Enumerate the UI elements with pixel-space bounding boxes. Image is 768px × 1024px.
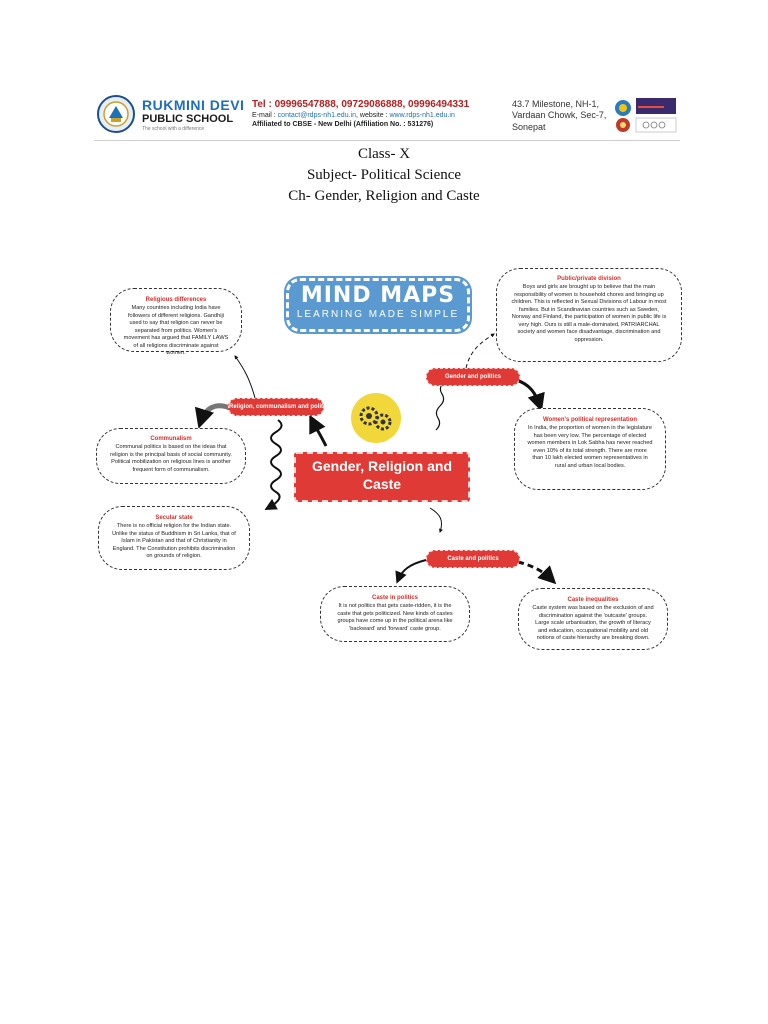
bubble-public-private-division: Public/private division Boys and girls a…: [496, 268, 682, 362]
arrow-to-religious-differences: [234, 355, 256, 399]
arrow-to-public-private: [465, 333, 495, 369]
arrow-center-to-religion: [309, 414, 328, 447]
branch-gender-politics: Gender and politics: [426, 368, 520, 386]
address-line: 43.7 Milestone, NH-1,: [512, 99, 600, 109]
email-prefix: E-mail :: [252, 112, 278, 119]
school-tagline: The school with a difference: [142, 126, 205, 132]
school-crest-logo: [97, 95, 135, 133]
bubble-title: Caste inequalities: [567, 597, 619, 603]
arrow-to-womens-representation: [515, 378, 545, 412]
email-link[interactable]: contact@rdps-nh1.edu.in: [277, 112, 356, 119]
branch-religion-communalism-politics: Religion, communalism and politics: [228, 398, 331, 416]
bubble-title: Caste in politics: [371, 595, 418, 601]
bubble-text: Many countries including India have foll…: [123, 305, 229, 357]
bubble-title: Secular state: [155, 515, 193, 521]
branch-caste-politics: Caste and politics: [426, 550, 520, 568]
mind-maps-logo: MIND MAPS LEARNING MADE SIMPLE: [286, 278, 470, 332]
bubble-womens-political-representation: Women's political representation In Indi…: [514, 408, 666, 490]
central-topic: Gender, Religion and Caste: [294, 452, 470, 502]
arrow-to-caste-in-politics: [395, 559, 427, 584]
arrow-to-communalism: [194, 403, 231, 429]
bubble-title: Public/private division: [557, 276, 621, 282]
mind-maps-logo-title: MIND MAPS: [300, 283, 456, 308]
bubble-caste-in-politics: Caste in politics It is not politics tha…: [320, 586, 470, 642]
affiliation-text: Affiliated to CBSE - New Delhi (Affiliat…: [252, 121, 434, 129]
bubble-title: Religious differences: [145, 297, 207, 303]
bubble-title: Communalism: [150, 436, 192, 442]
address-line: Sonepat: [512, 121, 546, 132]
telephone-numbers: Tel : 09996547888, 09729086888, 09996494…: [252, 99, 470, 110]
bubble-text: In India, the proportion of women in the…: [527, 425, 653, 469]
bubble-text: Boys and girls are brought up to believe…: [511, 284, 667, 343]
email-website-line: E-mail : contact@rdps-nh1.edu.in, websit…: [252, 111, 469, 120]
accreditation-badges: [615, 98, 677, 133]
arrow-center-to-caste: [429, 507, 443, 533]
address-line: Vardaan Chowk, Sec-7,: [512, 110, 607, 121]
letterhead: RUKMINI DEVI PUBLIC SCHOOL The school wi…: [94, 92, 680, 141]
bubble-text: Caste system was based on the exclusion …: [532, 605, 654, 642]
school-name: RUKMINI DEVI PUBLIC SCHOOL The school wi…: [142, 98, 244, 132]
bubble-caste-inequalities: Caste inequalities Caste system was base…: [518, 588, 668, 650]
website-prefix: , website :: [356, 112, 390, 119]
contact-block: Tel : 09996547888, 09729086888, 09996494…: [252, 98, 469, 129]
gears-icon: [351, 393, 401, 443]
subject-heading: Subject- Political Science: [306, 167, 462, 183]
bubble-secular-state: Secular state There is no official relig…: [98, 506, 250, 570]
bubble-text: There is no official religion for the In…: [112, 523, 236, 560]
school-address: 43.7 Milestone, NH-1, Vardaan Chowk, Sec…: [512, 99, 606, 133]
arrow-to-caste-inequalities: [517, 560, 557, 585]
bubble-communalism: Communalism Communal politics is based o…: [96, 428, 246, 484]
school-name-line1: RUKMINI DEVI: [142, 97, 245, 113]
class-heading: Class- X: [357, 146, 411, 162]
bubble-title: Women's political representation: [542, 417, 637, 423]
chapter-heading: Ch- Gender, Religion and Caste: [288, 188, 480, 204]
arrow-to-secular-state: [264, 419, 283, 510]
bubble-religious-differences: Religious differences Many countries inc…: [110, 288, 242, 356]
website-link[interactable]: www.rdps-nh1.edu.in: [389, 112, 455, 119]
mind-maps-logo-subtitle: LEARNING MADE SIMPLE: [296, 309, 460, 320]
bubble-text: It is not politics that gets caste-ridde…: [337, 603, 453, 632]
school-name-line2: PUBLIC SCHOOL: [142, 113, 234, 125]
bubble-text: Communal politics is based on the ideas …: [110, 444, 232, 473]
